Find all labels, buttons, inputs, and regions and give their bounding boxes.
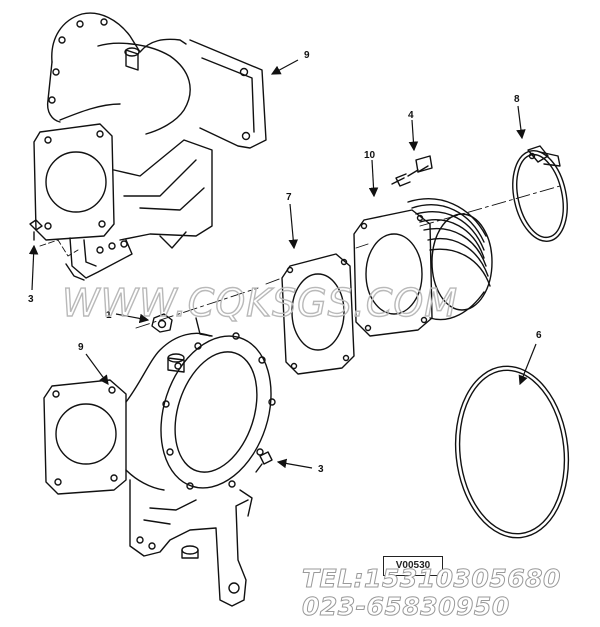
reference-code-box: V00530 bbox=[383, 556, 443, 576]
leader-arrows bbox=[28, 59, 537, 469]
alignment-centerline bbox=[135, 185, 561, 329]
lower-elbow-housing bbox=[43, 317, 276, 607]
label-item-7: 7 bbox=[286, 192, 292, 203]
label-item-9-top: 9 bbox=[304, 50, 310, 61]
label-item-3-left: 3 bbox=[28, 294, 34, 305]
label-item-8: 8 bbox=[514, 94, 520, 105]
bolt-item-3-right bbox=[255, 451, 273, 473]
watermark-alt-phone: 023-65830950 bbox=[302, 592, 510, 622]
upper-elbow-housing bbox=[33, 12, 267, 281]
nut-item-1 bbox=[151, 313, 173, 333]
flex-bellows-connector bbox=[353, 198, 493, 337]
bolt bbox=[391, 155, 433, 187]
gasket bbox=[281, 253, 355, 375]
clamp bbox=[512, 145, 568, 243]
label-item-4: 4 bbox=[408, 110, 414, 121]
label-item-1: 1 bbox=[106, 310, 112, 321]
watermark-phone: TEL:15310305680 bbox=[302, 564, 561, 594]
watermark-site: WWW.CQKSGS.COM bbox=[62, 281, 458, 325]
label-item-6: 6 bbox=[536, 330, 542, 341]
label-item-3-right: 3 bbox=[318, 464, 324, 475]
label-item-10: 10 bbox=[364, 150, 376, 161]
label-item-9-bottom: 9 bbox=[78, 342, 84, 353]
bolt-item-3-left bbox=[29, 219, 43, 241]
seal-ring bbox=[454, 365, 570, 539]
